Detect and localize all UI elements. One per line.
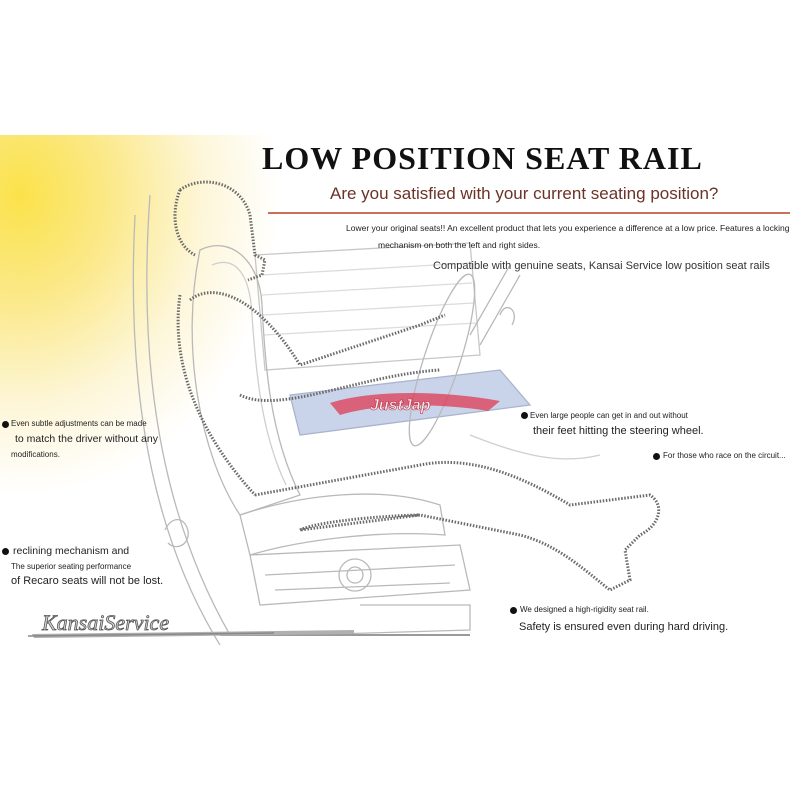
callout-large-line-2: their feet hitting the steering wheel. (533, 425, 704, 437)
callout-large-line-1: Even large people can get in and out wit… (530, 411, 688, 420)
callout-recline-line-1: reclining mechanism and (13, 545, 130, 557)
svg-text:JustJap: JustJap (370, 397, 431, 414)
callout-rigid-line-2: Safety is ensured even during hard drivi… (519, 621, 729, 633)
callout-recline-line-3: of Recaro seats will not be lost. (11, 575, 164, 587)
page-title: LOW POSITION SEAT RAIL (262, 140, 703, 176)
callout-rigid-line-1: We designed a high-rigidity seat rail. (520, 605, 649, 614)
callout-adjust-line-3: modifications. (11, 450, 60, 459)
subtitle: Are you satisfied with your current seat… (330, 184, 719, 203)
kansai-service-logo: KansaiService (27, 610, 354, 638)
lead-text-line-2: mechanism on both the left and right sid… (378, 240, 541, 250)
callout-adjust-line-2: to match the driver without any (15, 433, 158, 445)
callout-recline-line-2: The superior seating performance (11, 562, 132, 571)
title-underline (268, 212, 790, 214)
svg-text:KansaiService: KansaiService (41, 610, 169, 635)
watermark: JustJap (330, 392, 500, 415)
bullet-icon (521, 412, 528, 419)
lead-text-line-1: Lower your original seats!! An excellent… (346, 223, 790, 233)
seat-illustration: JustJap (132, 180, 661, 646)
bullet-icon (653, 453, 660, 460)
callout-race: For those who race on the circuit... (663, 451, 786, 460)
bullet-icon (2, 548, 9, 555)
bullet-icon (510, 607, 517, 614)
bullet-icon (2, 421, 9, 428)
callout-adjust-line-1: Even subtle adjustments can be made (11, 419, 147, 428)
compatibility-text: Compatible with genuine seats, Kansai Se… (433, 260, 770, 272)
